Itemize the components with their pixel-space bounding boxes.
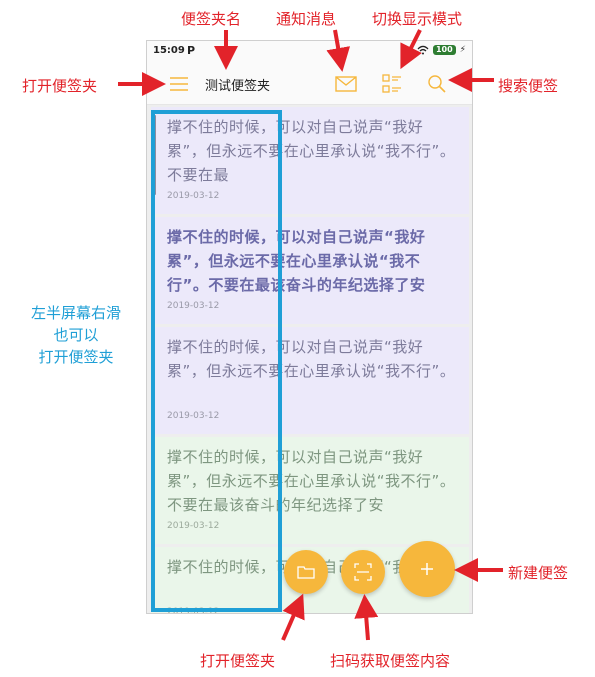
scan-icon bbox=[354, 563, 372, 581]
add-note-button[interactable] bbox=[399, 541, 455, 597]
note-card[interactable]: 撑不住的时候，可以对自己说声“我好累”，但永远不要在心里承认说“我不行”。不要在… bbox=[151, 437, 469, 544]
folder-icon bbox=[297, 566, 315, 579]
note-date: 2019-03-12 bbox=[167, 301, 220, 311]
note-card[interactable]: 撑不住的时候，可以对自己说声“我好累”，但永远不要在心里承认说“我不行”。不要在… bbox=[151, 217, 469, 324]
label-folder-name: 便签夹名 bbox=[181, 10, 242, 28]
folder-title: 测试便签夹 bbox=[205, 79, 271, 94]
view-mode-icon[interactable] bbox=[380, 72, 404, 96]
note-card[interactable]: 撑不住的时候，可以对自己说声“我好累”，但永远不要在心里承认说“我不行”。不要在… bbox=[151, 107, 469, 214]
label-swipe-line2: 也可以 bbox=[53, 326, 99, 344]
open-folder-button[interactable] bbox=[284, 550, 328, 594]
search-icon[interactable] bbox=[425, 72, 449, 96]
label-new-note: 新建便签 bbox=[508, 564, 569, 582]
note-date: 2019-03-12 bbox=[167, 521, 220, 531]
battery-indicator: 100 bbox=[432, 45, 456, 55]
note-text: 撑不住的时候，可以对自己说声“我好累”，但永远不要在心里承认说“我不行”。 bbox=[167, 338, 456, 380]
status-time: 15:09 bbox=[153, 45, 185, 56]
note-date: 2019-03-12 bbox=[167, 191, 220, 201]
phone-screen: 15:09 P 100 ⚡ 测试便签夹 撑不住的时候，可以对自己说声“我好累”，… bbox=[146, 40, 473, 614]
label-swipe-hint: 左半屏幕右滑 也可以 打开便签夹 bbox=[22, 302, 130, 368]
label-notifications: 通知消息 bbox=[276, 10, 337, 28]
status-bar: 15:09 P 100 ⚡ bbox=[147, 41, 472, 63]
note-date: 2019-03-12 bbox=[167, 411, 220, 421]
wifi-icon bbox=[417, 45, 429, 55]
charging-icon: ⚡ bbox=[459, 45, 466, 55]
note-card[interactable]: 撑不住的时候，可以对自己说声“我好累”，但永远不要在心里承认说“我不行”。 20… bbox=[151, 327, 469, 434]
swipe-area-highlight bbox=[151, 110, 282, 612]
note-text: 撑不住的时候，可以对自己说声“我好累”，但永远不要在心里承认说“我不行”。不要在… bbox=[167, 118, 456, 184]
label-open-folder-bottom: 打开便签夹 bbox=[200, 652, 276, 670]
label-search: 搜索便签 bbox=[498, 77, 559, 95]
note-list: 撑不住的时候，可以对自己说声“我好累”，但永远不要在心里承认说“我不行”。不要在… bbox=[151, 107, 469, 613]
note-text: 撑不住的时候，可以对自己说声“我好累”，但永远不要在心里承认说“我不行”。不要在… bbox=[167, 228, 426, 294]
label-swipe-line3: 打开便签夹 bbox=[38, 348, 114, 366]
label-open-folder-top: 打开便签夹 bbox=[22, 77, 98, 95]
label-swipe-line1: 左半屏幕右滑 bbox=[30, 304, 121, 322]
note-text: 撑不住的时候，可以对自己说声“我好累”，但永远不要在心里承认说“我不行”。不要在… bbox=[167, 448, 456, 514]
toolbar: 测试便签夹 bbox=[147, 63, 472, 105]
menu-icon[interactable] bbox=[167, 72, 191, 96]
label-switch-mode: 切换显示模式 bbox=[372, 10, 463, 28]
plus-icon bbox=[421, 563, 433, 575]
status-icons: 100 ⚡ bbox=[417, 45, 466, 55]
mail-icon[interactable] bbox=[334, 72, 358, 96]
status-app-icon: P bbox=[187, 44, 196, 57]
label-scan: 扫码获取便签内容 bbox=[330, 652, 451, 670]
scan-button[interactable] bbox=[341, 550, 385, 594]
